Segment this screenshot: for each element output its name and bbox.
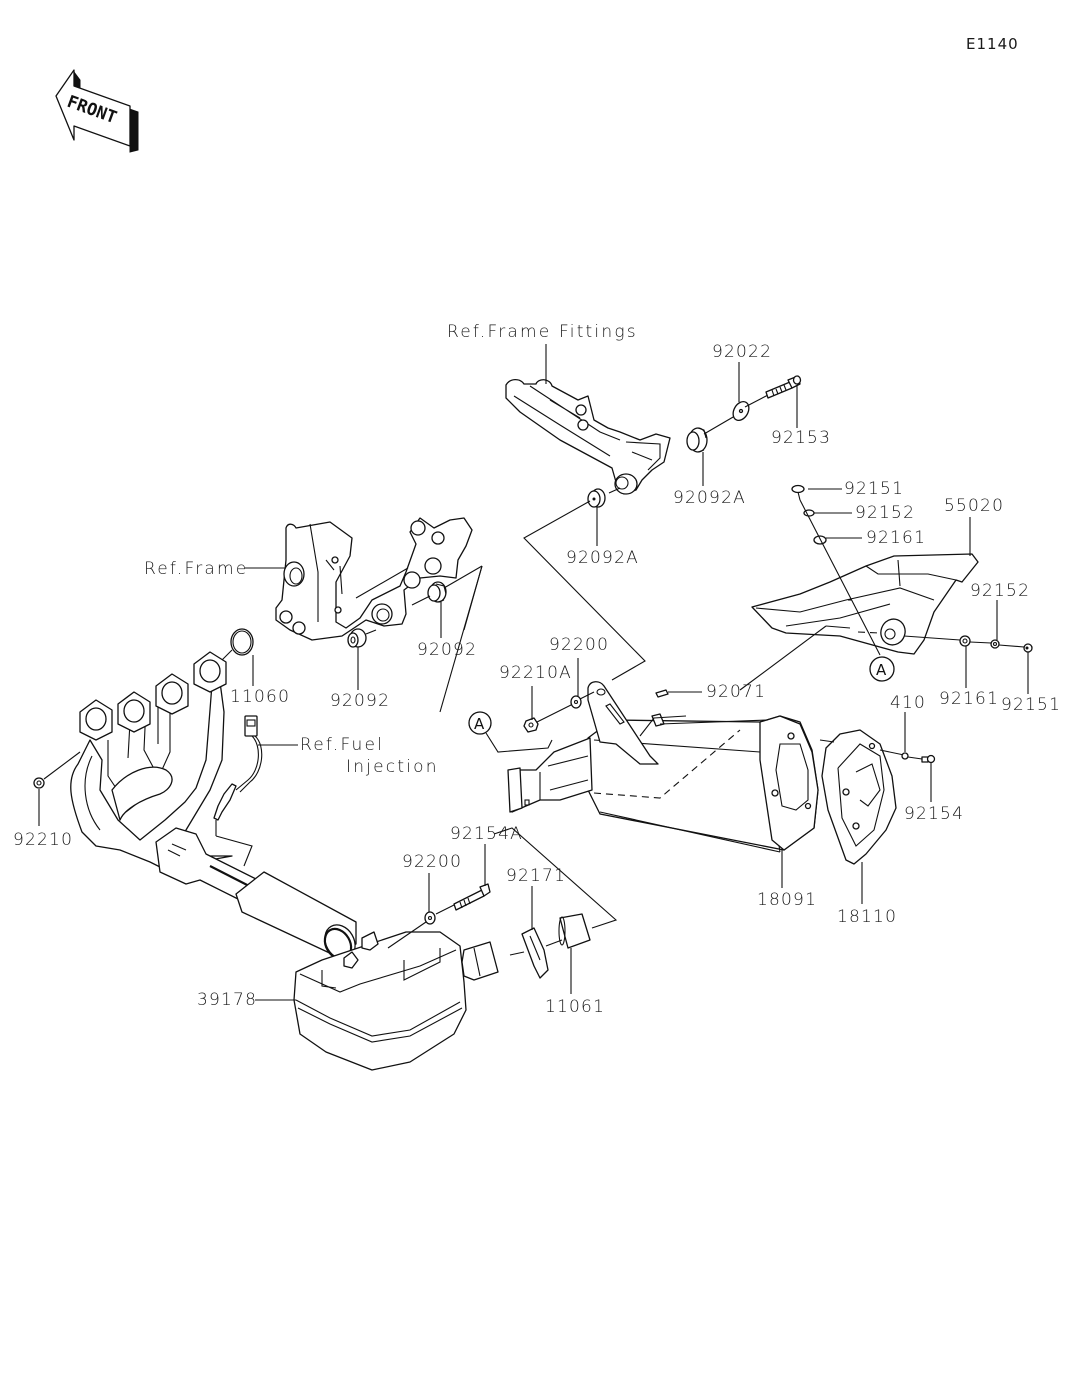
washer-92152-right [990,639,1000,649]
part-label-92210[interactable]: 92210 [13,830,74,850]
bushing-92092a-upper [686,427,708,453]
part-label-92151-top[interactable]: 92151 [844,479,905,499]
part-label-92161-top[interactable]: 92161 [866,528,927,548]
bushing-92092-left [347,628,367,648]
part-label-39178[interactable]: 39178 [197,990,258,1010]
frame-fittings-bracket [505,378,671,495]
nut-92210a [523,717,539,733]
part-label-92153[interactable]: 92153 [771,428,832,448]
part-label-410[interactable]: 410 [890,693,927,713]
silencer-18091 [507,681,819,853]
frame-section [275,517,473,641]
part-label-92092-right[interactable]: 92092 [417,640,478,660]
bolt-92154a [453,883,491,911]
part-label-11060[interactable]: 11060 [230,687,291,707]
part-label-92071[interactable]: 92071 [706,682,767,702]
washer-92200-upper [570,695,582,709]
part-label-92171[interactable]: 92171 [506,866,567,886]
part-label-92092a-lower[interactable]: 92092A [566,548,639,568]
ref-frame-fittings-label: Ref.Frame Fittings [447,322,638,342]
part-label-92210a[interactable]: 92210A [499,663,572,683]
bushing-92092-right [427,581,447,603]
callout-a-left [468,711,492,735]
nut-92210 [33,777,45,789]
exhaust-header-pipes [70,651,357,961]
screw-92151-top [791,484,805,501]
screw-92151-right [1023,643,1033,653]
bolt-92154 [921,754,936,764]
ref-frame-label: Ref.Frame [144,559,249,579]
part-label-11061[interactable]: 11061 [545,997,606,1017]
end-cap-18110 [821,729,897,865]
diagram-code: E1140 [966,35,1019,53]
ref-fuel-injection-label-line1: Ref.Fuel [300,735,385,755]
pre-muffler-39178 [293,931,499,1071]
oxygen-sensor [213,715,263,821]
bushing-92092a-lower [587,488,606,508]
part-label-55020[interactable]: 55020 [944,496,1005,516]
part-label-92022[interactable]: 92022 [712,342,773,362]
part-label-92200-upper[interactable]: 92200 [549,635,610,655]
header-flange-3 [155,673,189,715]
sleeve-11061 [558,913,591,949]
label-leaders [38,344,1029,1001]
part-label-92152-top[interactable]: 92152 [855,503,916,523]
callout-a-right [869,656,895,682]
grommet-92161-right [959,635,971,647]
callout-a-left-text: A [474,715,485,733]
part-label-18091[interactable]: 18091 [757,890,818,910]
ref-fuel-injection-label-line2: Injection [346,757,439,777]
front-arrow-icon: FRONT [55,69,139,153]
part-label-92161-right[interactable]: 92161 [939,689,1000,709]
washer-92200-lower [424,911,436,925]
clamp-92171 [521,927,549,979]
part-label-92092-left[interactable]: 92092 [330,691,391,711]
part-label-92151-right[interactable]: 92151 [1001,695,1062,715]
part-label-92200-lower[interactable]: 92200 [402,852,463,872]
part-label-92154[interactable]: 92154 [904,804,965,824]
part-label-92152-right[interactable]: 92152 [970,581,1031,601]
gasket-11060 [230,628,254,656]
part-label-18110[interactable]: 18110 [837,907,898,927]
grommet-92161-top [813,535,827,545]
washer-410 [901,752,909,760]
clip-92071 [655,689,669,698]
header-flange-2 [117,691,151,733]
header-flange-4 [193,651,227,693]
bolt-92153 [765,375,802,399]
part-label-92092a-upper[interactable]: 92092A [673,488,746,508]
heat-cover-55020 [751,553,979,655]
callout-a-right-text: A [876,661,887,679]
part-label-92154a[interactable]: 92154A [450,824,523,844]
header-flange-1 [79,699,113,741]
